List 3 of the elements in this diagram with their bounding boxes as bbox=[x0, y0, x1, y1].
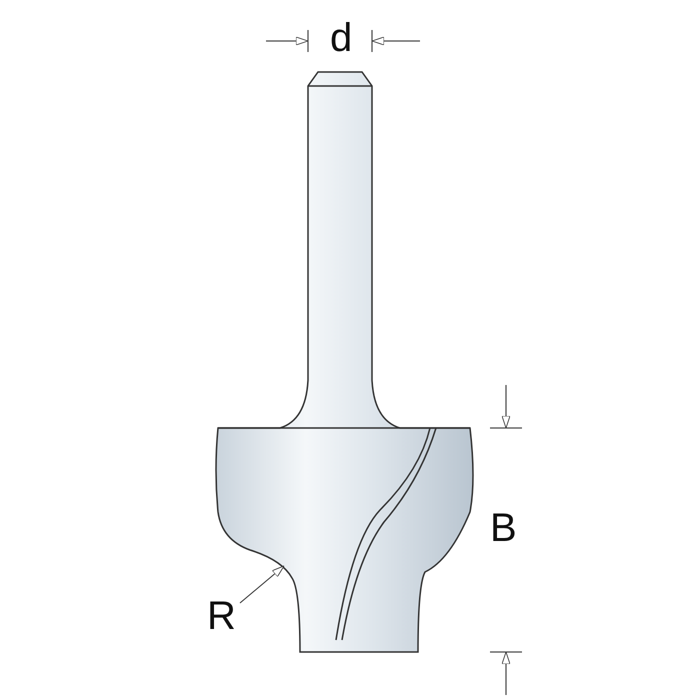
dimension-label: d bbox=[330, 18, 352, 58]
dimension-label: B bbox=[490, 508, 517, 548]
dimension-label: R bbox=[207, 596, 236, 636]
